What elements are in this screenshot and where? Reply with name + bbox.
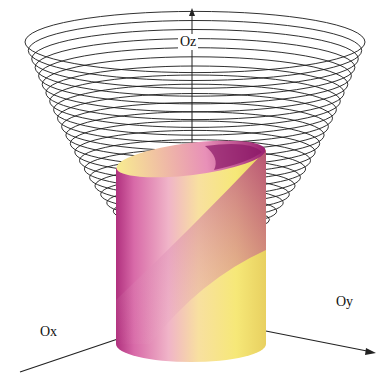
axis-label: Ox: [38, 324, 59, 340]
paraboloid-ring: [32, 30, 359, 89]
cylinder-body: [116, 150, 266, 362]
axis-label: Oz: [178, 34, 198, 50]
paraboloid-ring: [39, 48, 352, 104]
axis-label: Oy: [334, 294, 355, 310]
z-arrow: [189, 8, 195, 16]
y-arrow: [365, 348, 376, 355]
cylinder-cut-top: [115, 134, 268, 184]
cylinder-inner: [205, 144, 262, 170]
paraboloid-ring: [25, 11, 365, 72]
cylinder-shading: [116, 150, 266, 344]
paraboloid-ring: [28, 21, 361, 81]
